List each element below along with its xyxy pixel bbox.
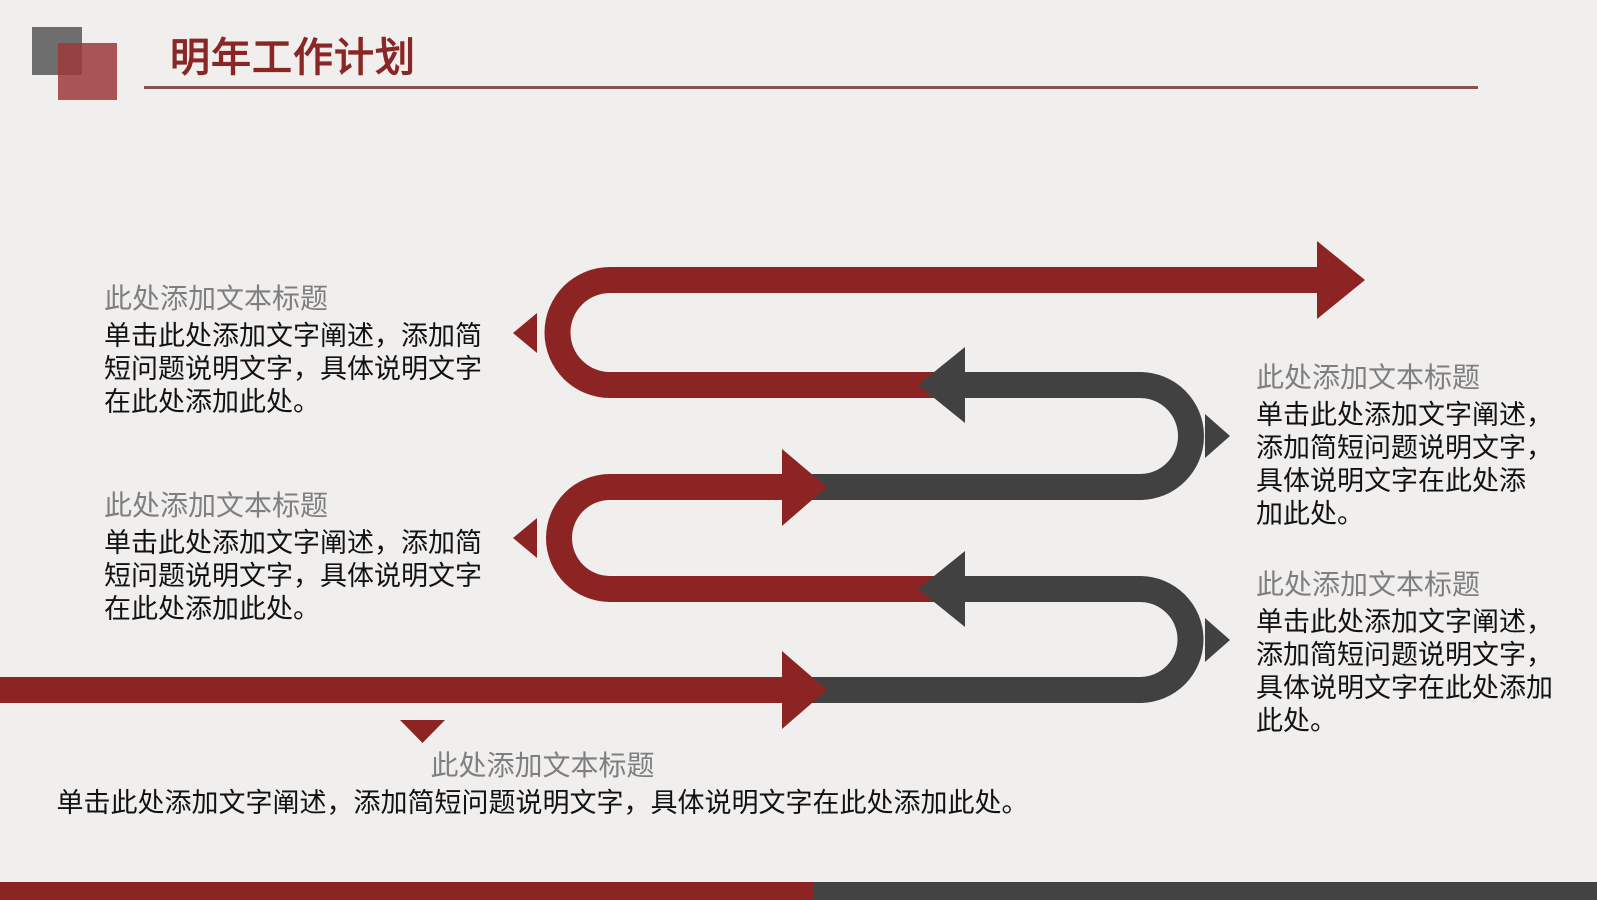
text-block-left-1: 此处添加文本标题 单击此处添加文字阐述，添加简 短问题说明文字，具体说明文字 在… <box>104 285 504 419</box>
gray-u-arrow-upper <box>800 347 1204 500</box>
text-block-title: 此处添加文本标题 <box>104 491 329 522</box>
text-block-title: 此处添加文本标题 <box>430 751 655 782</box>
text-block-body: 单击此处添加文字阐述，添加简 短问题说明文字，具体说明文字 在此处添加此处。 <box>104 528 482 624</box>
text-block-title: 此处添加文本标题 <box>1256 570 1481 601</box>
gray-u-arrow-lower <box>800 551 1204 703</box>
pointer-right-triangle-2-icon <box>1205 618 1230 662</box>
page-title: 明年工作计划 <box>170 36 416 80</box>
red-u-arrow-middle <box>546 449 945 602</box>
pointer-right-triangle-1-icon <box>1205 414 1230 458</box>
pointer-left-triangle-1-icon <box>513 313 537 353</box>
footer-bar-gray <box>813 882 1597 900</box>
red-u-arrow-top <box>544 241 1365 398</box>
text-block-bottom: 此处添加文本标题 单击此处添加文字阐述，添加简短问题说明文字，具体说明文字在此处… <box>50 752 1035 820</box>
text-block-title: 此处添加文本标题 <box>1256 363 1481 394</box>
text-block-left-2: 此处添加文本标题 单击此处添加文字阐述，添加简 短问题说明文字，具体说明文字 在… <box>104 492 504 626</box>
footer-bar-red <box>0 882 813 900</box>
red-straight-arrow-bottom <box>0 651 827 729</box>
text-block-body: 单击此处添加文字阐述， 添加简短问题说明文字， 具体说明文字在此处添 加此处。 <box>1256 400 1553 529</box>
text-block-right-1: 此处添加文本标题 单击此处添加文字阐述， 添加简短问题说明文字， 具体说明文字在… <box>1256 364 1576 531</box>
text-block-body: 单击此处添加文字阐述，添加简短问题说明文字，具体说明文字在此处添加此处。 <box>56 788 1029 818</box>
header-deco-square-red <box>58 43 117 100</box>
text-block-title: 此处添加文本标题 <box>104 284 329 315</box>
pointer-down-triangle-icon <box>400 720 445 743</box>
text-block-right-2: 此处添加文本标题 单击此处添加文字阐述， 添加简短问题说明文字， 具体说明文字在… <box>1256 571 1576 738</box>
text-block-body: 单击此处添加文字阐述，添加简 短问题说明文字，具体说明文字 在此处添加此处。 <box>104 321 482 417</box>
text-block-body: 单击此处添加文字阐述， 添加简短问题说明文字， 具体说明文字在此处添加 此处。 <box>1256 607 1553 736</box>
title-underline <box>144 86 1478 89</box>
pointer-left-triangle-2-icon <box>513 518 537 558</box>
